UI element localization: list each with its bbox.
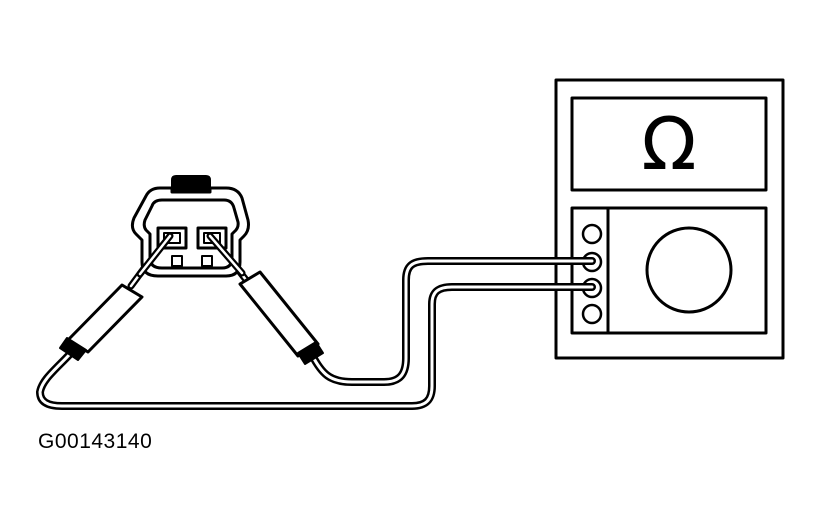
probe-right-collar bbox=[297, 341, 324, 365]
probe-left-collar bbox=[59, 337, 87, 361]
ohmmeter-jack-1 bbox=[581, 223, 603, 245]
test-lead-wires bbox=[36, 257, 596, 410]
ohmmeter bbox=[554, 78, 785, 360]
ohmmeter-selector-dial bbox=[645, 226, 733, 314]
probe-right-handle bbox=[238, 270, 320, 358]
test-lead-wire-a-core bbox=[310, 259, 594, 384]
ohmmeter-jack-4 bbox=[581, 303, 603, 325]
ohmmeter-case bbox=[554, 78, 785, 360]
ohmmeter-control-panel bbox=[570, 206, 768, 335]
connector-lock-tab bbox=[171, 175, 211, 192]
figure-id-label: G00143140 bbox=[38, 430, 153, 453]
test-lead-wire-b-core bbox=[38, 285, 594, 408]
probe-tip-overlays bbox=[136, 232, 246, 278]
ohmmeter-display bbox=[570, 96, 768, 192]
test-lead-wire-a-outline bbox=[308, 257, 596, 386]
probe-left-handle bbox=[66, 283, 144, 354]
connector-key-slot-left bbox=[171, 255, 183, 267]
ohmmeter-omega-symbol: Ω bbox=[641, 102, 697, 186]
connector-key-slot-right bbox=[201, 255, 213, 267]
